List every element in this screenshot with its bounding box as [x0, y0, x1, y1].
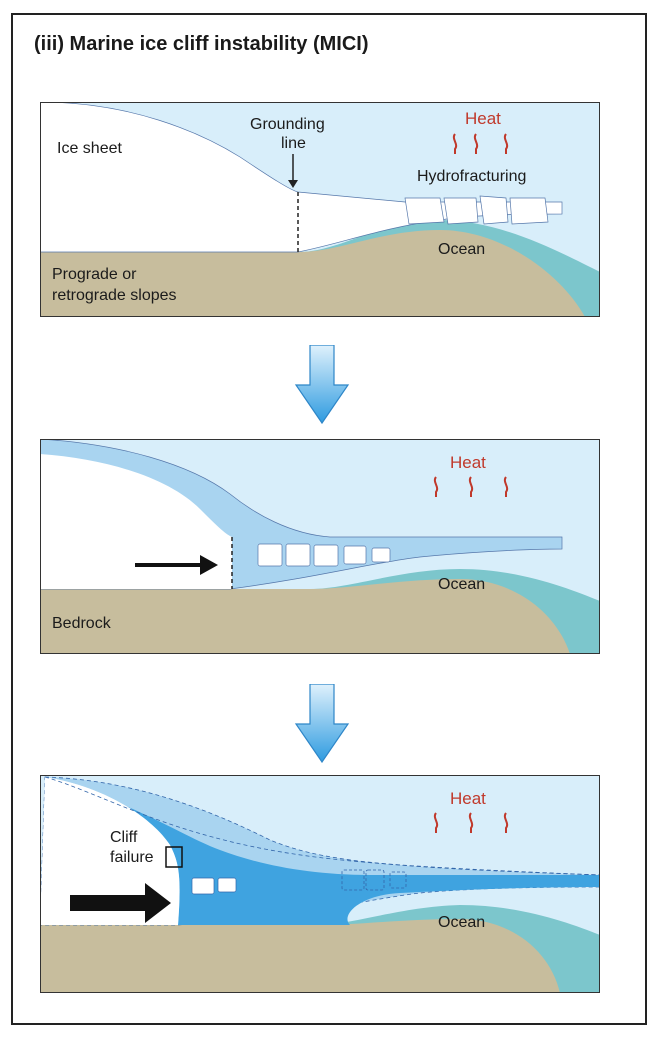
ice-block	[257, 543, 283, 567]
heat-wave-icon	[433, 812, 439, 833]
ice-block	[443, 197, 479, 225]
heat-wave-icon	[433, 476, 439, 497]
slopes-label-2: retrograde slopes	[52, 287, 177, 304]
fracture-blocks	[257, 543, 391, 567]
ocean-label: Ocean	[438, 914, 485, 931]
heat-wave-icon	[452, 133, 458, 154]
heat-wave-icon	[473, 133, 479, 154]
flow-arrow-shape	[294, 684, 350, 764]
heat-wave-icon	[468, 476, 474, 497]
hydrofracturing-label: Hydrofracturing	[417, 168, 526, 185]
panel-3-diagram: Heat Cliff failure Ocean	[40, 775, 600, 993]
ice-block	[285, 543, 311, 567]
cliff-label-2: failure	[110, 849, 154, 866]
bedrock	[40, 230, 585, 317]
grounding-line-label-1: Grounding	[250, 116, 325, 133]
heat-wave-icon	[433, 812, 509, 833]
heat-wave-icon	[503, 476, 509, 497]
down-arrow-icon	[294, 684, 350, 764]
cliff-failure-box	[165, 846, 183, 868]
collapse-blocks	[191, 877, 237, 895]
ice-block	[479, 195, 509, 225]
ice-block	[509, 197, 549, 225]
cliff-label-1: Cliff	[110, 829, 138, 846]
heat-label: Heat	[450, 453, 486, 472]
ice-block	[313, 544, 339, 567]
heat-wave-icon	[503, 812, 509, 833]
ice-sheet	[40, 777, 180, 925]
ocean-label: Ocean	[438, 241, 485, 258]
slopes-label-1: Prograde or	[52, 266, 137, 283]
ice-block	[343, 545, 367, 565]
panel-border	[40, 775, 600, 993]
dashed-ice-profile	[44, 776, 600, 876]
hydrofracture-blocks	[404, 195, 549, 225]
ice-block	[389, 871, 407, 889]
panel-2-diagram: Heat Ocean Bedrock	[40, 439, 600, 654]
heat-wave-icon	[503, 133, 509, 154]
ocean-label: Ocean	[438, 576, 485, 593]
ice-sheet	[40, 454, 232, 589]
ice-block	[217, 877, 237, 893]
ice-block	[191, 877, 215, 895]
flow-arrow-shape	[294, 345, 350, 425]
right-arrow-icon	[70, 883, 171, 923]
ice-sheet-label: Ice sheet	[57, 140, 122, 157]
ice-block	[365, 869, 385, 891]
right-arrow-icon	[135, 555, 218, 575]
ice-block	[371, 547, 391, 563]
bedrock	[40, 919, 560, 993]
heat-wave-icon	[468, 812, 474, 833]
retreating-ice	[45, 777, 600, 925]
figure-title: (iii) Marine ice cliff instability (MICI…	[34, 33, 369, 55]
heat-wave-icon	[433, 476, 509, 497]
panel-border	[40, 102, 600, 317]
bedrock	[40, 579, 570, 654]
ghost-blocks	[341, 869, 407, 891]
heat-label: Heat	[465, 109, 501, 128]
panel-border	[40, 439, 600, 654]
bedrock-label: Bedrock	[52, 615, 112, 632]
grounding-line-label-2: line	[281, 135, 306, 152]
heat-wave-icon	[452, 133, 509, 154]
heat-label: Heat	[450, 789, 486, 808]
down-arrow-icon	[294, 345, 350, 425]
pointer-arrowhead-icon	[288, 180, 298, 188]
panel-1-diagram: Ice sheet Grounding line Heat Hydrofract…	[40, 102, 600, 317]
ice-block	[404, 197, 445, 225]
